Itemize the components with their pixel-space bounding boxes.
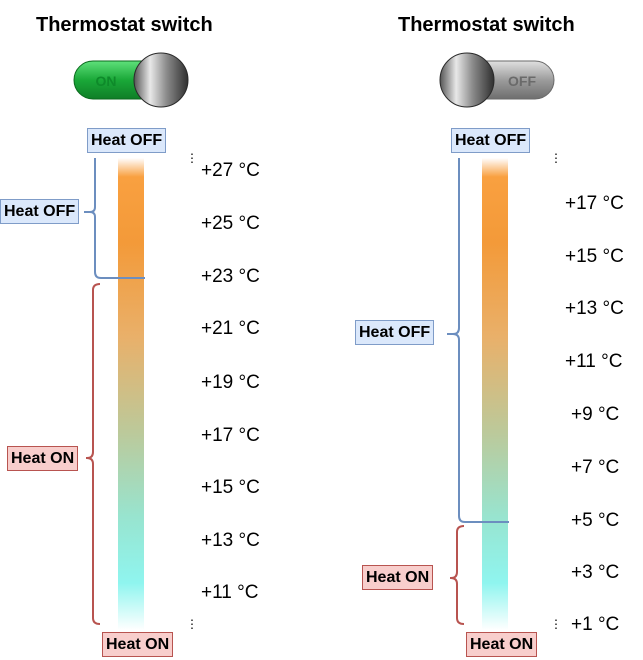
right-top-heat-off-label: Heat OFF	[451, 128, 531, 153]
right-heat-on-bracket	[450, 525, 465, 625]
left-connector-lines	[84, 158, 145, 625]
right-temp-label: +11 °C	[565, 351, 623, 372]
right-temperature-bar	[482, 158, 508, 630]
right-temp-label: +9 °C	[571, 404, 620, 425]
right-heat-on-range-label: Heat ON	[362, 565, 434, 590]
left-temp-label: +11 °C	[201, 582, 259, 603]
left-panel: Thermostat switch ON Heat OFF	[0, 0, 320, 660]
left-heat-off-range-label: Heat OFF	[0, 199, 80, 224]
left-heat-on-range-label: Heat ON	[7, 446, 79, 471]
right-panel: Thermostat switch OFF Heat OFF Heat OFF …	[320, 0, 643, 660]
left-bottom-heat-on-label: Heat ON	[102, 632, 174, 657]
right-top-ellipsis: ⋮	[550, 151, 562, 165]
left-temp-label: +19 °C	[201, 372, 260, 393]
right-temp-label: +17 °C	[565, 193, 624, 214]
right-temp-label: +15 °C	[565, 246, 624, 267]
right-switch-label: OFF	[508, 73, 536, 89]
right-connector-lines	[447, 158, 509, 625]
right-temp-label: +5 °C	[571, 510, 620, 531]
left-title: Thermostat switch	[36, 14, 213, 36]
left-temp-label: +15 °C	[201, 477, 260, 498]
left-temp-label: +21 °C	[201, 318, 260, 339]
right-bottom-ellipsis: ⋮	[550, 617, 562, 631]
right-title: Thermostat switch	[398, 14, 575, 36]
right-heat-off-range-label: Heat OFF	[355, 320, 435, 345]
right-temp-label: +13 °C	[565, 298, 624, 319]
left-temperature-bar	[118, 158, 144, 630]
left-heat-on-bracket	[86, 283, 101, 625]
right-temp-label: +3 °C	[571, 562, 620, 583]
left-switch-on[interactable]: ON	[72, 50, 192, 110]
left-bottom-ellipsis: ⋮	[186, 617, 198, 631]
right-switch-off[interactable]: OFF	[436, 50, 556, 110]
left-top-ellipsis: ⋮	[186, 151, 198, 165]
right-temp-label: +1 °C	[571, 614, 620, 635]
left-temp-label: +27 °C	[201, 160, 260, 181]
right-heat-off-bracket	[447, 158, 509, 523]
left-temp-label: +23 °C	[201, 266, 260, 287]
left-switch-label: ON	[96, 73, 117, 89]
left-temp-label: +17 °C	[201, 425, 260, 446]
left-top-heat-off-label: Heat OFF	[87, 128, 167, 153]
left-temp-label: +13 °C	[201, 530, 260, 551]
right-temp-label: +7 °C	[571, 457, 620, 478]
right-bottom-heat-on-label: Heat ON	[466, 632, 538, 657]
left-heat-off-bracket	[84, 158, 145, 279]
left-temp-label: +25 °C	[201, 213, 260, 234]
